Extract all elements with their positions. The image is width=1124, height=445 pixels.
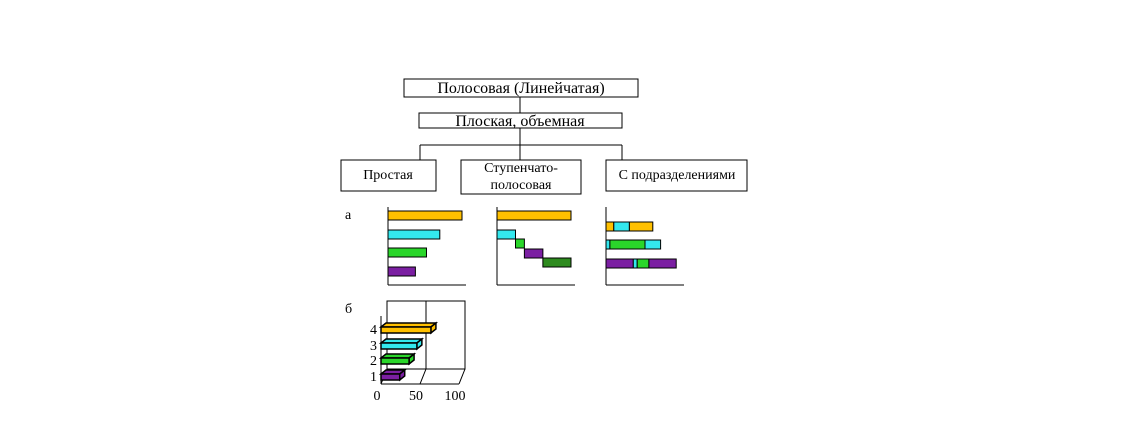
simple-label: Простая [363,168,413,183]
tree-leaf-step: Ступенчато- полосовая [460,159,582,195]
sub-bar-2-1 [605,239,611,250]
sub-bar-3-4 [648,258,677,269]
chart3d-floor-grid-50 [419,368,427,385]
simple-bar-1 [387,210,463,221]
step-bar-3 [515,238,525,249]
chart3d-category-label-4: 4 [370,323,377,338]
step-label-line1: Ступенчато- [484,161,558,176]
chart3d-bar-2 [380,357,410,365]
chart3d-tick-label-0: 0 [374,389,381,404]
simple-box [340,159,437,192]
sub-bar-2-3 [644,239,662,250]
tree-connectors [419,97,623,160]
sub-label: С подразделениями [619,168,736,183]
root-box [403,78,639,98]
step-bar-1 [496,210,572,221]
tree-leaf-sub: С подразделениями [605,159,748,192]
chart3d-bar-3 [380,342,418,350]
sub-bar-1-2 [613,221,630,232]
sub-bar-3-3 [636,258,650,269]
chart3d-bar-1 [380,373,401,381]
step-bar-4 [523,248,544,259]
step-label-line2: полосовая [491,178,552,193]
sub-bar-1-1 [605,221,615,232]
level2-label: Плоская, объемная [455,113,585,130]
simple-bar-4 [387,266,416,277]
section-label-a: а [345,208,352,223]
chart3d-floor-right [458,368,466,385]
step-box [460,159,582,195]
step-bar-2 [496,229,516,240]
tree-leaf-simple: Простая [340,159,437,192]
chart-simple [387,207,466,286]
chart3d-tick-label-50: 50 [409,389,423,404]
chart3d-category-label-2: 2 [370,354,377,369]
chart-sub [605,207,684,286]
sub-bar-3-2 [632,258,638,269]
simple-bar-3 [387,247,427,258]
sub-box [605,159,748,192]
sub-bar-3-1 [605,258,634,269]
tree-root-node: Полосовая (Линейчатая) [403,78,639,98]
sub-bar-2-2 [609,239,646,250]
root-label: Полосовая (Линейчатая) [437,80,604,97]
tree-level2-node: Плоская, объемная [418,112,623,130]
step-bar-5 [542,257,572,268]
section-label-b: б [345,302,352,317]
chart3d-category-label-3: 3 [370,339,377,354]
chart3d-tick-label-100: 100 [445,389,466,404]
chart3d-category-label-1: 1 [370,370,377,385]
chart-step [496,207,575,286]
sub-bar-1-3 [628,221,654,232]
chart3d-bar-4 [380,326,432,334]
level2-box [418,112,623,129]
simple-bar-2 [387,229,441,240]
